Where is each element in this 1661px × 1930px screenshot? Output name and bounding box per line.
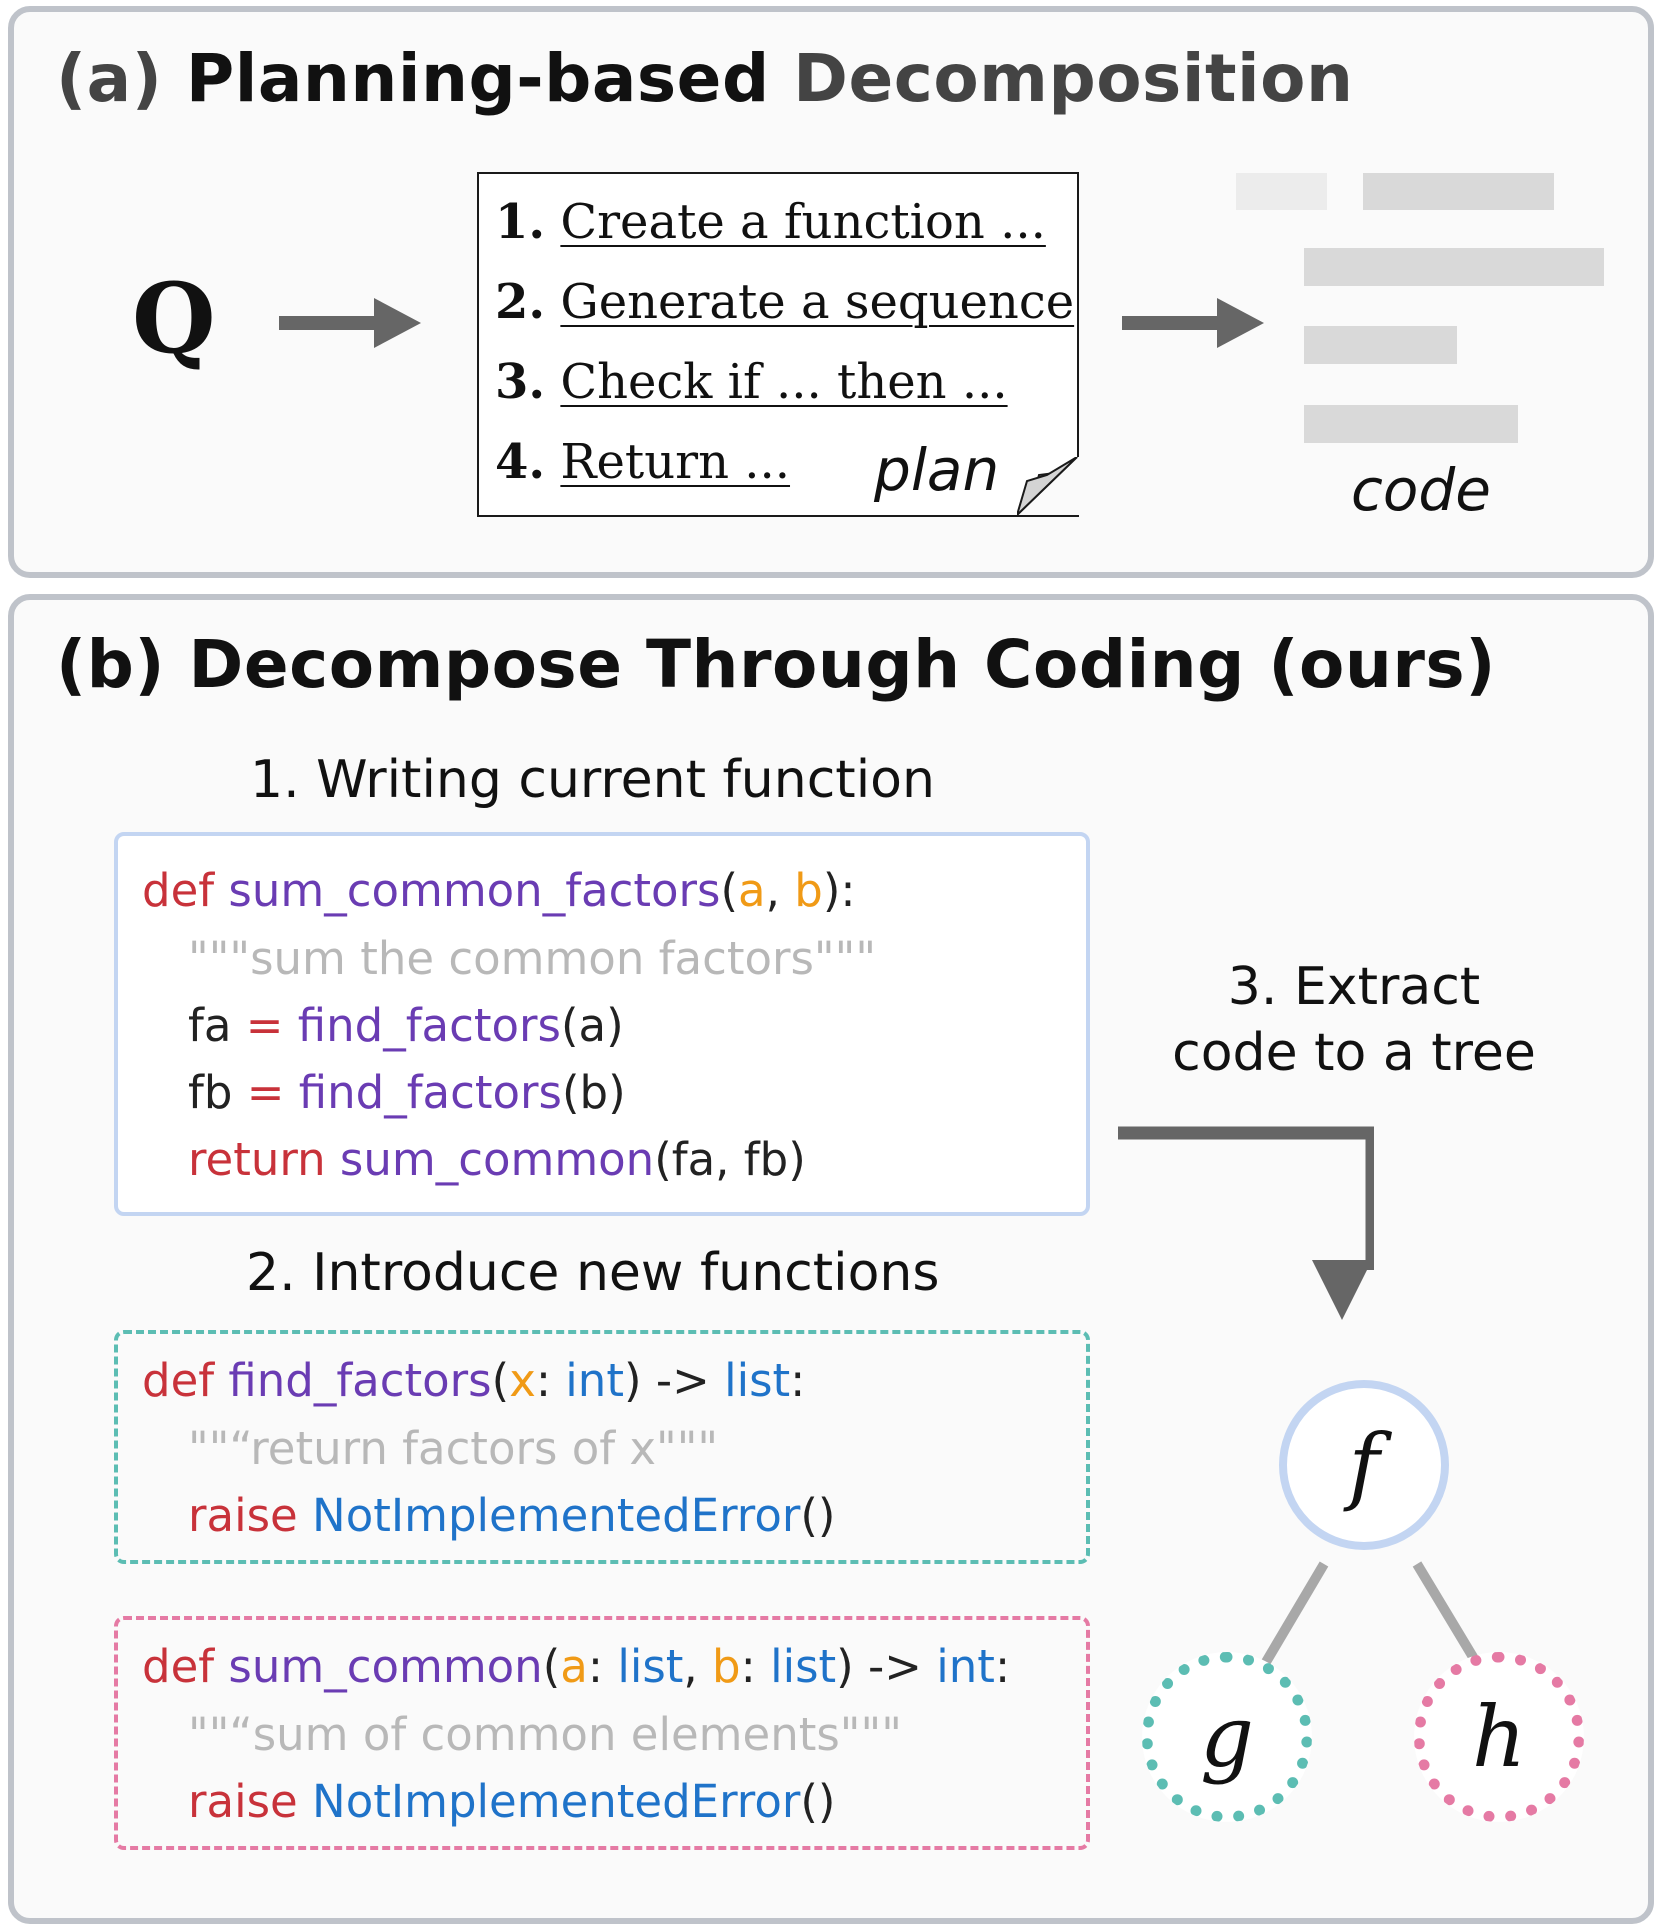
arrow-icon: [1122, 298, 1264, 348]
step1-label: 1. Writing current function: [250, 750, 935, 810]
panel-a-title: (a) Planning-based Decomposition: [56, 40, 1354, 117]
function-tree: [1261, 1561, 1481, 1665]
question-symbol: Q: [132, 262, 216, 375]
code-label: code: [1351, 456, 1491, 524]
plan-step: 4. Return ...: [495, 434, 791, 490]
current-function-code: def sum_common_factors(a, b): """sum the…: [114, 832, 1090, 1216]
code-placeholder-bar: [1236, 173, 1327, 210]
code-placeholder-bar: [1363, 173, 1554, 210]
code-line: raise NotImplementedError(): [188, 1775, 836, 1828]
plan-document: 1. Create a function ... 2. Generate a s…: [477, 172, 1079, 517]
code-line: def sum_common(a: list, b: list) -> int:: [142, 1640, 1011, 1693]
panel-decompose-through-coding: (b) Decompose Through Coding (ours) 1. W…: [8, 594, 1654, 1924]
new-function-sum-common: def sum_common(a: list, b: list) -> int:…: [114, 1616, 1090, 1850]
plan-step: 1. Create a function ...: [495, 194, 1046, 250]
page-curl-icon: [1017, 457, 1079, 517]
step2-label: 2. Introduce new functions: [246, 1243, 940, 1303]
code-line: fa = find_factors(a): [188, 999, 624, 1052]
panel-planning-based: (a) Planning-based Decomposition Q 1. Cr…: [8, 6, 1654, 578]
plan-step: 3. Check if ... then ...: [495, 354, 1008, 410]
tree-node-root-label: f: [1348, 1416, 1380, 1514]
code-line: return sum_common(fa, fb): [188, 1133, 806, 1186]
code-placeholder-bar: [1304, 405, 1518, 443]
code-line: raise NotImplementedError(): [188, 1489, 836, 1542]
code-line: fb = find_factors(b): [188, 1066, 626, 1119]
tree-node-right: h: [1414, 1652, 1584, 1822]
code-placeholder-bar: [1304, 326, 1457, 364]
docstring: """sum the common factors""": [188, 932, 877, 985]
tree-node-right-label: h: [1471, 1688, 1527, 1786]
extract-arrow-icon: [1118, 1126, 1374, 1320]
arrow-icon: [279, 298, 421, 348]
tree-node-left-label: g: [1200, 1688, 1254, 1786]
docstring: ""“sum of common elements""": [188, 1708, 902, 1761]
plan-step: 2. Generate a sequence: [495, 274, 1075, 330]
tree-node-root: f: [1279, 1380, 1449, 1550]
panel-b-title: (b) Decompose Through Coding (ours): [56, 626, 1496, 703]
code-line: def find_factors(x: int) -> list:: [142, 1354, 806, 1407]
new-function-find-factors: def find_factors(x: int) -> list: ""“ret…: [114, 1330, 1090, 1564]
plan-label: plan: [874, 436, 1000, 504]
docstring: ""“return factors of x""": [188, 1422, 719, 1475]
tree-node-left: g: [1142, 1652, 1312, 1822]
step3-label: 3. Extract code to a tree: [1172, 957, 1536, 1083]
code-placeholder-bar: [1304, 248, 1604, 286]
code-line: def sum_common_factors(a, b):: [142, 864, 856, 917]
